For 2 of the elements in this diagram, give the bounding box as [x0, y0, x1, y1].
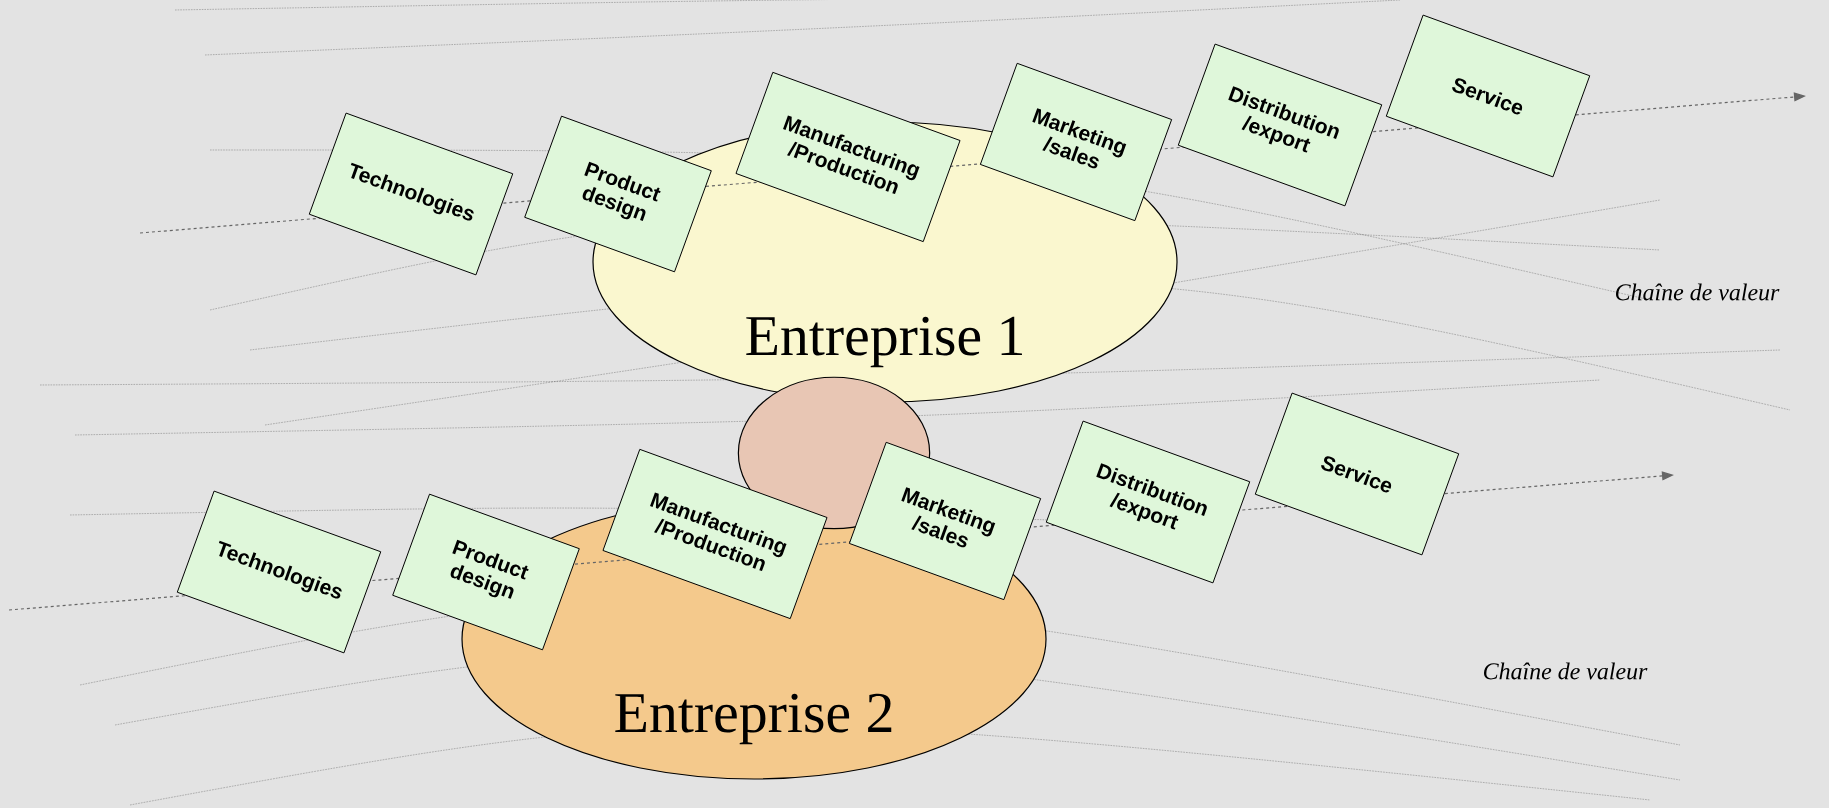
chain-label: Chaîne de valeur [1616, 283, 1780, 301]
chain-label: Chaîne de valeur [1484, 662, 1648, 680]
